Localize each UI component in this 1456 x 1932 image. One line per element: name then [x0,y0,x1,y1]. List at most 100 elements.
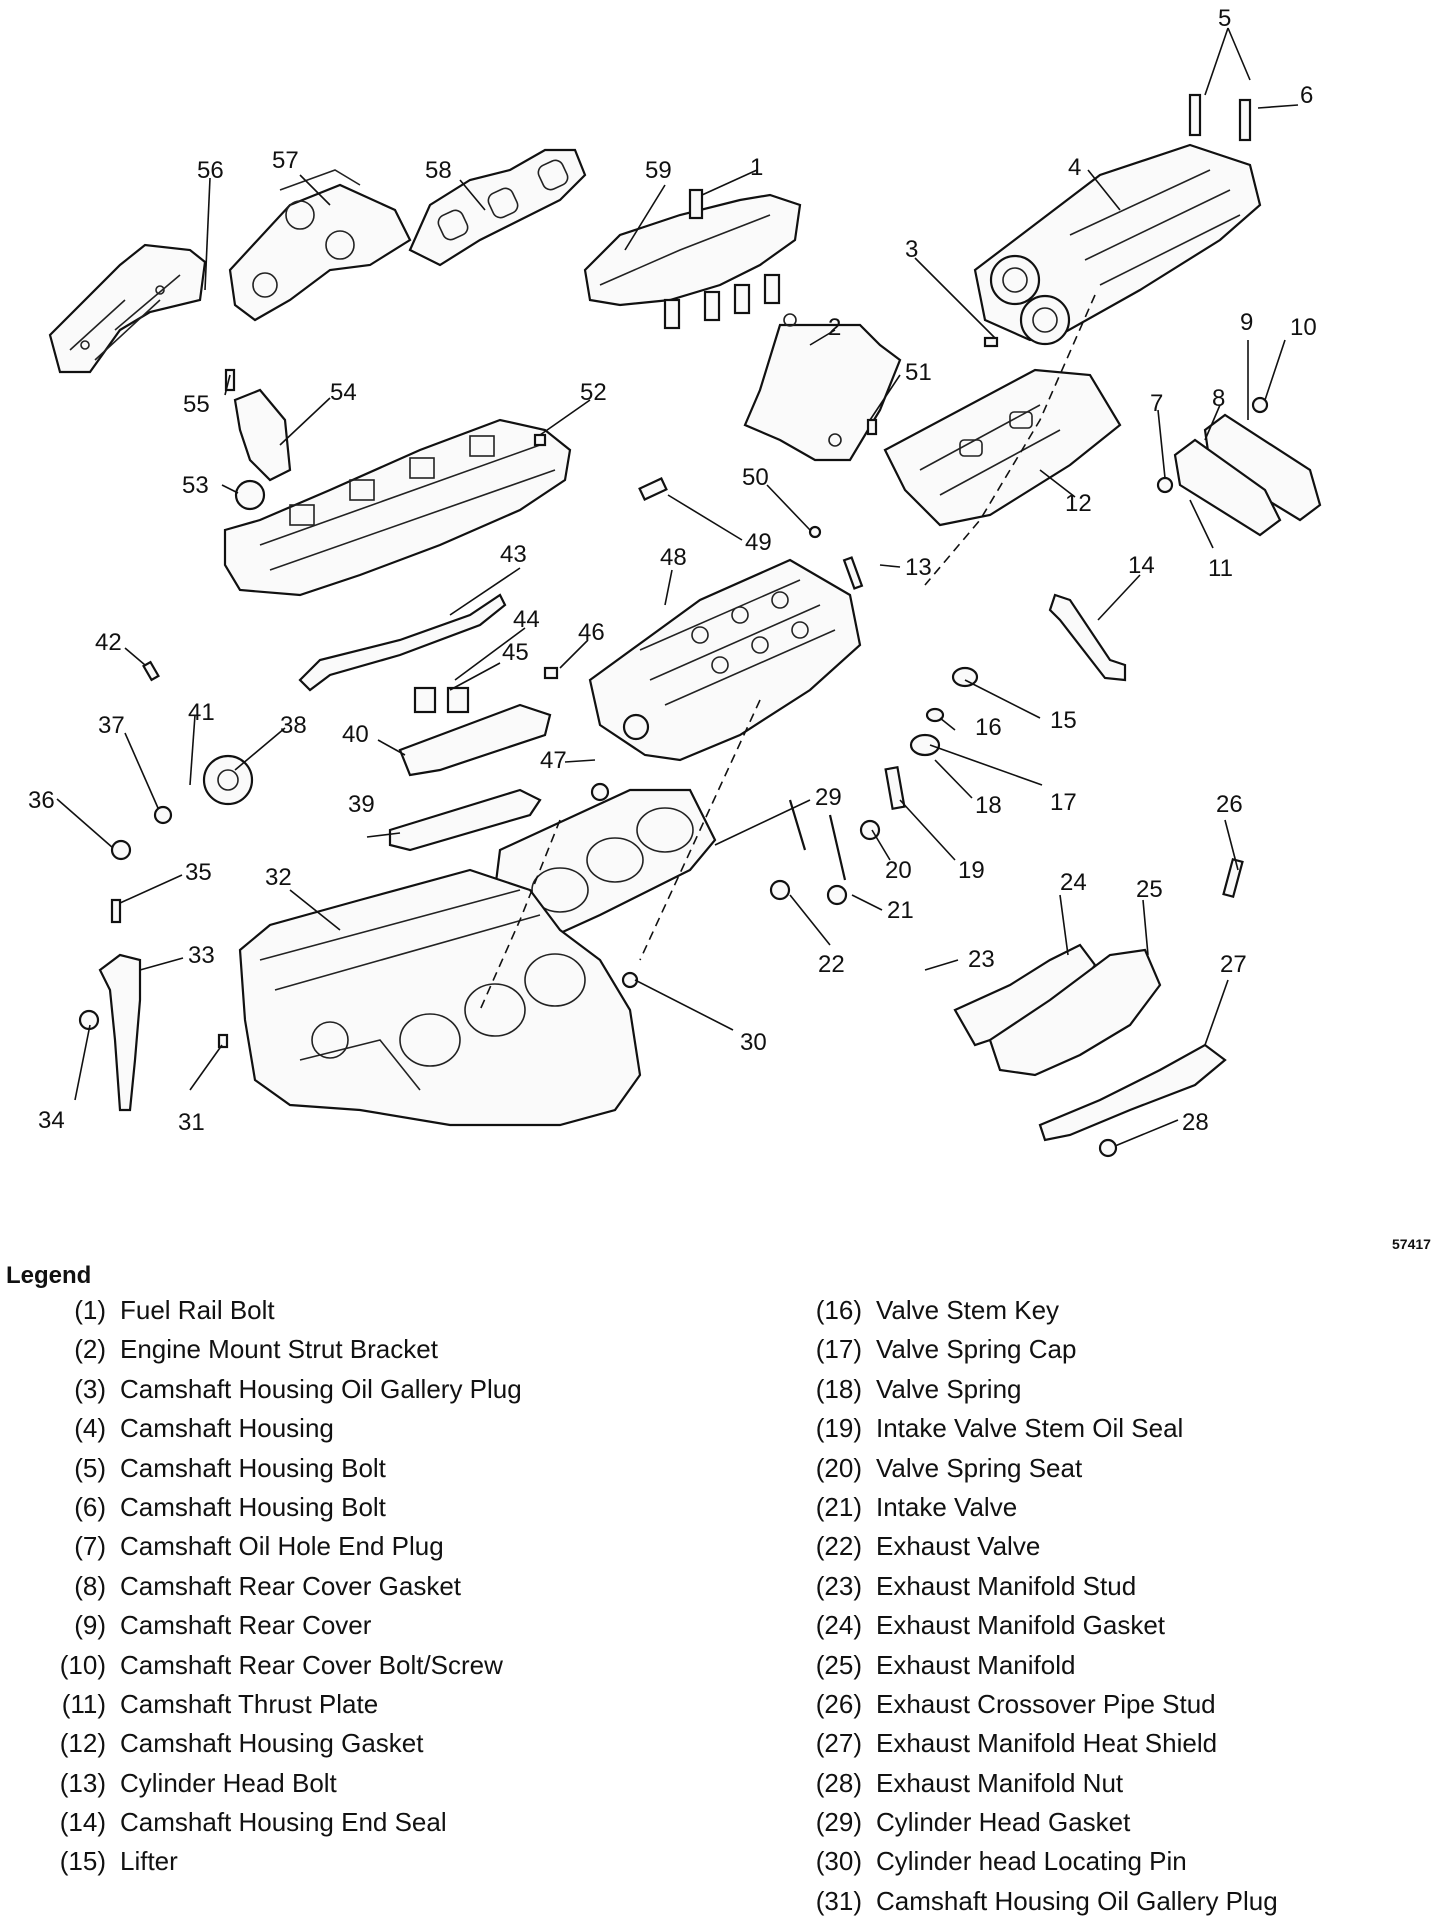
legend-number: (25) [815,1649,862,1680]
alignment-line [479,819,561,1011]
legend-number: (2) [74,1334,106,1365]
callout-37: 37 [98,712,125,739]
legend-item: (8) Camshaft Rear Cover Gasket [40,1570,522,1609]
callout-36: 36 [28,787,55,814]
part-housing-gasket [883,368,1122,527]
legend-label: Exhaust Manifold [876,1649,1076,1680]
legend-item: (21)Intake Valve [790,1491,1278,1530]
legend-number: (7) [74,1531,106,1562]
callout-6: 6 [1300,82,1313,109]
legend-number: (23) [815,1570,862,1601]
figure-id: 57417 [1392,1236,1431,1252]
callout-46: 46 [578,619,605,646]
alignment-line [639,699,761,961]
legend-label: Cylinder Head Gasket [876,1807,1131,1838]
legend-label: Fuel Rail Bolt [120,1295,275,1325]
legend-item: (30)Cylinder head Locating Pin [790,1845,1278,1884]
legend-item: (27)Exhaust Manifold Heat Shield [790,1727,1278,1766]
callout-29: 29 [815,784,842,811]
callout-26: 26 [1216,791,1243,818]
legend-label: Exhaust Crossover Pipe Stud [876,1688,1216,1719]
callout-13: 13 [905,554,932,581]
legend-item: (16)Valve Stem Key [790,1294,1278,1333]
callout-30: 30 [740,1029,767,1056]
callout-19: 19 [958,857,985,884]
legend-item: (14)Camshaft Housing End Seal [40,1806,522,1845]
part-rear-cover [1173,413,1322,537]
legend-item: (24)Exhaust Manifold Gasket [790,1609,1278,1648]
callout-53: 53 [182,472,209,499]
legend-item: (18)Valve Spring [790,1373,1278,1412]
legend-number: (15) [59,1846,106,1877]
callout-54: 54 [330,379,357,406]
callout-16: 16 [975,714,1002,741]
legend-label: Camshaft Thrust Plate [120,1688,379,1719]
callout-24: 24 [1060,869,1087,896]
small-parts [78,336,1269,1158]
legend-number: (10) [59,1649,106,1680]
legend-number: (5) [74,1452,106,1483]
legend-column-left: (1)Fuel Rail Bolt (2)Engine Mount Strut … [40,1294,522,1885]
part-thermostat-housing [233,388,292,511]
legend-number: (19) [815,1413,862,1444]
callout-52: 52 [580,379,607,406]
callout-40: 40 [342,721,369,748]
legend-label: Camshaft Housing Oil Gallery Plug [120,1373,522,1404]
callout-32: 32 [265,864,292,891]
callout-44: 44 [513,606,540,633]
part-heat-shield-lower [1038,1043,1227,1142]
legend-item: (1) Fuel Rail Bolt [40,1294,522,1333]
legend-label: Exhaust Manifold Nut [876,1767,1124,1798]
callout-23: 23 [968,946,995,973]
legend-item: (6)Camshaft Housing Bolt [40,1491,522,1530]
callout-56: 56 [197,157,224,184]
callout-55: 55 [183,391,210,418]
callout-43: 43 [500,541,527,568]
callout-35: 35 [185,859,212,886]
part-engine-block [238,868,642,1127]
legend-item: (13)Cylinder Head Bolt [40,1767,522,1806]
legend-label: Exhaust Manifold Heat Shield [876,1728,1218,1759]
callout-8: 8 [1212,385,1225,412]
callout-2: 2 [828,314,841,341]
legend-item: (5)Camshaft Housing Bolt [40,1452,522,1491]
legend-label: Exhaust Manifold Stud [876,1570,1137,1601]
callout-45: 45 [502,639,529,666]
callout-11: 11 [1208,555,1233,582]
alignment-line [924,294,1096,586]
part-plate-40 [398,703,552,777]
callout-9: 9 [1240,309,1253,336]
callout-21: 21 [887,897,914,924]
callout-17: 17 [1050,789,1077,816]
legend-label: Lifter [120,1846,178,1877]
callout-15: 15 [1050,707,1077,734]
callout-51: 51 [905,359,932,386]
legend-item: (11)Camshaft Thrust Plate [40,1688,522,1727]
legend-number: (12) [59,1728,106,1759]
legend-item: (20)Valve Spring Seat [790,1452,1278,1491]
callout-47: 47 [540,747,567,774]
callout-22: 22 [818,951,845,978]
legend-item: (31)Camshaft Housing Oil Gallery Plug [790,1885,1278,1924]
legend-item: (19)Intake Valve Stem Oil Seal [790,1412,1278,1451]
legend-number: (9) [74,1610,106,1641]
legend-label: Camshaft Housing [120,1413,334,1444]
legend-label: Valve Spring Cap [876,1334,1077,1365]
callout-12: 12 [1065,490,1092,517]
legend-number: (17) [815,1334,862,1365]
legend-number: (8) [74,1570,106,1601]
legend-number: (3) [74,1373,106,1404]
part-intake-manifold [223,418,572,597]
legend-label: Camshaft Rear Cover Gasket [120,1570,462,1601]
callout-18: 18 [975,792,1002,819]
callout-34: 34 [38,1107,65,1134]
legend-label: Camshaft Housing Oil Gallery Plug [876,1885,1278,1916]
legend-number: (1) [74,1295,106,1325]
legend-label: Cylinder Head Bolt [120,1767,337,1798]
legend-number: (18) [815,1373,862,1404]
legend-label: Valve Spring Seat [876,1452,1083,1483]
legend-column-right: (16)Valve Stem Key (17)Valve Spring Cap … [790,1294,1278,1924]
callout-33: 33 [188,942,215,969]
legend-item: (17) Valve Spring Cap [790,1333,1278,1372]
callout-48: 48 [660,544,687,571]
